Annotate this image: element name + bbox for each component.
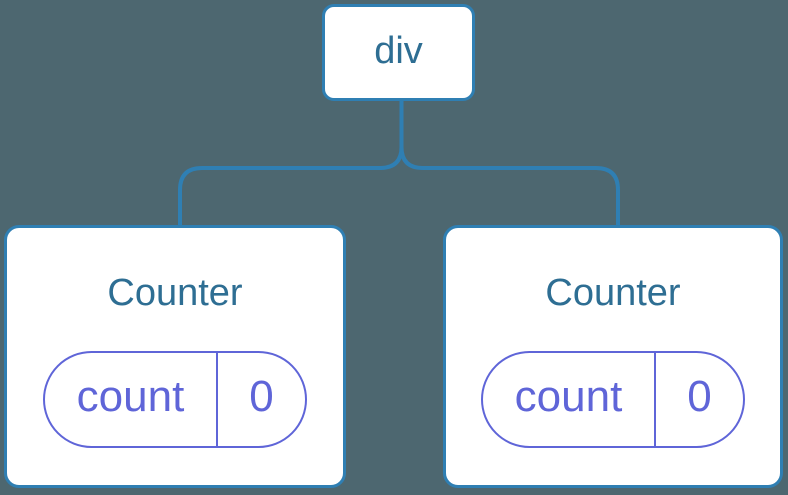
- state-value-label: 0: [249, 371, 274, 421]
- state-pill: count 0: [43, 351, 307, 448]
- component-title: Counter: [107, 272, 243, 314]
- state-key-cell: count: [45, 353, 218, 446]
- state-value-label: 0: [687, 371, 712, 421]
- state-key-cell: count: [483, 353, 656, 446]
- state-pill: count 0: [481, 351, 745, 448]
- root-node-label: div: [374, 29, 423, 72]
- state-key-label: count: [514, 371, 623, 421]
- component-title: Counter: [545, 272, 681, 314]
- state-value-cell: 0: [656, 353, 743, 446]
- root-node-div: div: [322, 4, 475, 101]
- connector-left-branch: [178, 100, 404, 227]
- connector-right-branch: [399, 100, 620, 227]
- counter-card-right: Counter count 0: [443, 225, 783, 488]
- state-value-cell: 0: [218, 353, 305, 446]
- state-key-label: count: [76, 371, 185, 421]
- counter-card-left: Counter count 0: [4, 225, 346, 488]
